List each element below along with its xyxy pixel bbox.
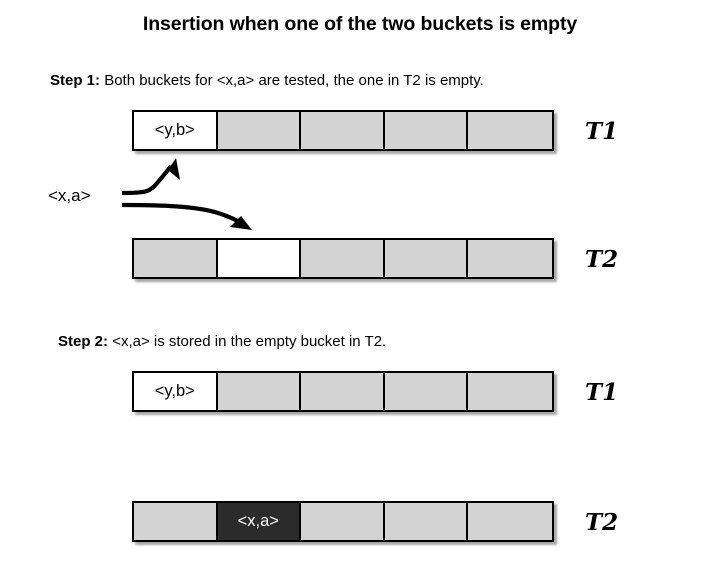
bucket-cell[interactable] — [217, 112, 301, 149]
bucket-cell[interactable] — [468, 112, 552, 149]
bucket-table-t1-step2: <y,b> — [132, 371, 554, 412]
bucket-table-t2-step1 — [132, 238, 554, 279]
bucket-cell[interactable] — [384, 503, 468, 540]
step-1-label: Step 1: — [50, 72, 101, 89]
bucket-cell[interactable] — [384, 373, 468, 410]
table-label-t2-step1: T2 — [585, 246, 619, 273]
bucket-cell[interactable] — [134, 240, 218, 277]
insert-key-label: <x,a> — [48, 186, 91, 205]
step-1-caption: Step 1: Both buckets for <x,a> are teste… — [50, 72, 484, 89]
bucket-cell[interactable] — [301, 240, 385, 277]
bucket-cell[interactable] — [217, 373, 301, 410]
bucket-cell[interactable] — [301, 112, 385, 149]
arrow-to-t2-icon — [121, 202, 252, 230]
bucket-cell[interactable]: <x,a> — [217, 503, 301, 540]
bucket-cell[interactable] — [468, 240, 552, 277]
bucket-cell[interactable] — [468, 503, 552, 540]
bucket-cell[interactable] — [301, 373, 385, 410]
step-2-text: <x,a> is stored in the empty bucket in T… — [112, 333, 387, 350]
bucket-cell[interactable] — [468, 373, 552, 410]
page-title: Insertion when one of the two buckets is… — [142, 13, 578, 35]
bucket-cell[interactable] — [134, 503, 218, 540]
step-1-text: Both buckets for <x,a> are tested, the o… — [104, 72, 484, 89]
arrow-to-t1-icon — [121, 158, 180, 196]
step-2-caption: Step 2: <x,a> is stored in the empty buc… — [58, 333, 386, 350]
bucket-table-t2-step2: <x,a> — [132, 501, 554, 542]
bucket-cell[interactable] — [301, 503, 385, 540]
bucket-table-t1-step1: <y,b> — [132, 110, 554, 151]
table-label-t1-step2: T1 — [585, 379, 619, 406]
bucket-cell[interactable]: <y,b> — [134, 373, 218, 410]
bucket-cell[interactable]: <y,b> — [134, 112, 218, 149]
bucket-cell[interactable] — [384, 112, 468, 149]
bucket-cell[interactable] — [384, 240, 468, 277]
table-label-t2-step2: T2 — [585, 509, 619, 536]
bucket-cell[interactable] — [217, 240, 301, 277]
step-2-label: Step 2: — [58, 333, 109, 350]
table-label-t1-step1: T1 — [585, 118, 619, 145]
